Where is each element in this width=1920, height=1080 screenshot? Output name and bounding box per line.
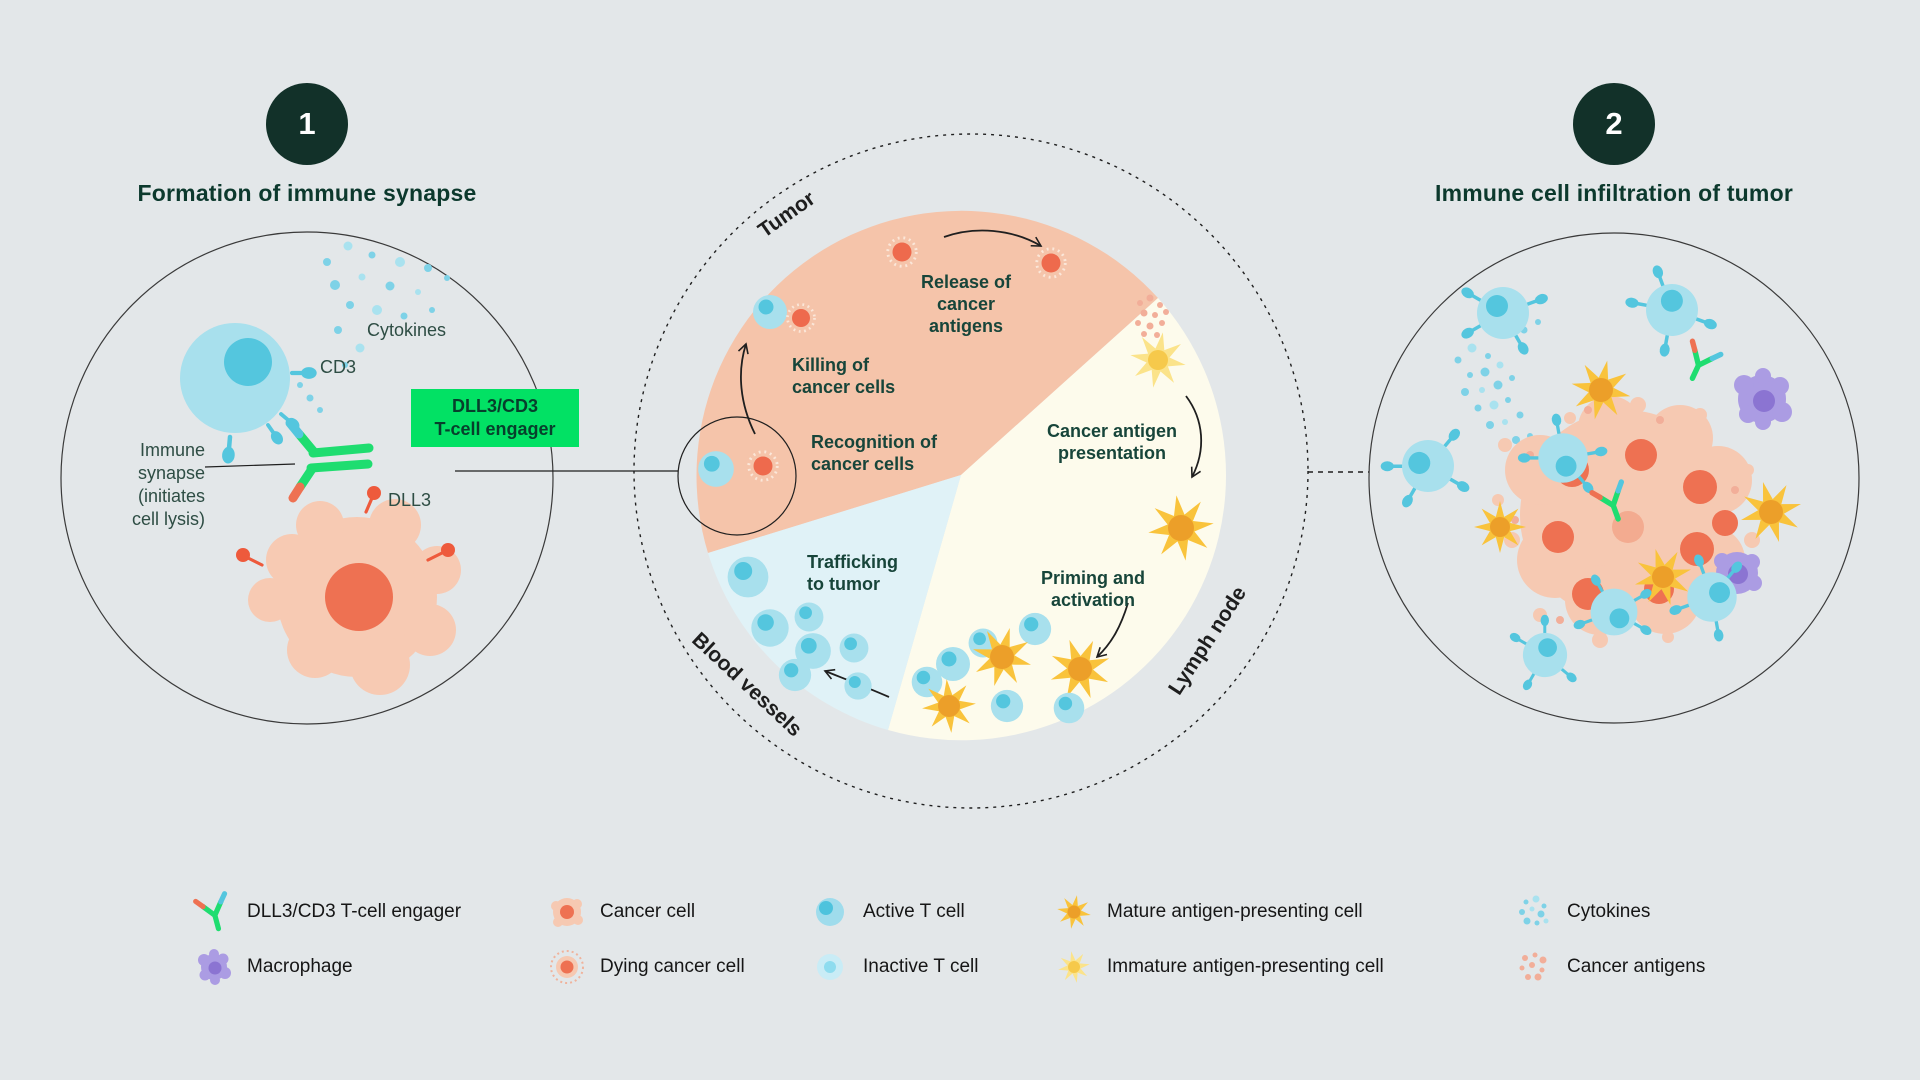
mature-apc-icon	[1054, 892, 1094, 932]
cytokines-icon	[1519, 895, 1549, 926]
priming-cluster	[910, 612, 1120, 745]
arrow-priming	[1095, 602, 1129, 659]
priming-step-label: Priming and activation	[1040, 568, 1145, 610]
legend-item: Immature antigen-presenting cell	[1052, 945, 1384, 989]
arrow-killing-to-release	[943, 229, 1043, 247]
dll3-receptors	[236, 486, 455, 567]
cycle-antigen-dots	[1135, 294, 1169, 338]
cycle-dashed-outline	[633, 133, 1309, 809]
legend-item: Cancer antigens	[1512, 945, 1705, 989]
macrophage-icon	[198, 949, 231, 985]
immature-apc-icon	[1055, 948, 1093, 986]
cytokine-dots	[297, 241, 450, 413]
immature-apc	[1125, 327, 1191, 393]
trafficking-step-label: Trafficking to tumor	[807, 552, 899, 594]
cancer-antigens-icon	[1519, 952, 1547, 981]
cytokines-label: Cytokines	[367, 320, 447, 340]
killing-step-label: Killing of cancer cells	[792, 355, 896, 397]
immune-synapse-pointer-line	[204, 463, 296, 468]
engager-icon	[192, 890, 236, 934]
legend-item: Dying cancer cell	[545, 945, 745, 989]
legend-label: Macrophage	[247, 956, 353, 977]
tumor-wedge	[696, 210, 1158, 553]
step-1-title: Formation of immune synapse	[137, 180, 477, 206]
blood-vessels-wedge	[708, 475, 961, 730]
cancer-cell-icon	[551, 898, 583, 927]
cancer-cell-nucleus	[325, 563, 393, 631]
release-step-label: Release of cancer antigens	[920, 272, 1012, 336]
t-cell-engager-antibody	[285, 418, 374, 503]
legend-item: Active T cell	[808, 890, 965, 934]
macrophage	[1734, 368, 1792, 430]
arrow-recognition-to-killing	[737, 342, 756, 435]
engager-box: DLL3/CD3 T-cell engager	[411, 389, 579, 447]
legend-item: Mature antigen-presenting cell	[1052, 890, 1363, 934]
inactive-t-cell-icon	[817, 954, 843, 980]
step1-circle-outline	[60, 231, 554, 725]
lymph-node-wedge	[888, 298, 1227, 741]
legend-label: Cytokines	[1567, 901, 1651, 922]
legend-label: Mature antigen-presenting cell	[1107, 901, 1363, 922]
recognition-magnifier	[677, 416, 797, 536]
cancer-cell	[248, 499, 461, 695]
cd3-label: CD3	[320, 357, 357, 377]
legend-label: Dying cancer cell	[600, 956, 745, 977]
mature-apc	[1143, 490, 1219, 566]
immune-synapse-label: Immune synapse (initiates cell lysis)	[131, 440, 205, 529]
step-2-title: Immune cell infiltration of tumor	[1434, 180, 1793, 206]
engager-antibody	[1678, 341, 1720, 385]
legend-label: Cancer cell	[600, 901, 696, 922]
legend-label: Inactive T cell	[863, 956, 979, 977]
active-t-cell-icon	[816, 898, 844, 926]
step-1-badge: 1	[266, 83, 348, 165]
legend-label: Immature antigen-presenting cell	[1107, 956, 1384, 977]
arrow-presentation	[1185, 395, 1203, 479]
t-cell	[180, 323, 317, 464]
dll3-label: DLL3	[388, 490, 432, 510]
legend-item: Cytokines	[1512, 890, 1650, 934]
cancer-immunity-cycle	[633, 133, 1309, 809]
legend-item: Cancer cell	[545, 890, 695, 934]
legend-label: Active T cell	[863, 901, 965, 922]
legend-label: DLL3/CD3 T-cell engager	[247, 901, 462, 922]
legend-item: DLL3/CD3 T-cell engager	[192, 890, 461, 934]
presentation-step-label: Cancer antigen presentation	[1046, 421, 1178, 463]
dying-cancer-cell-icon	[550, 950, 584, 984]
legend-item: Macrophage	[192, 945, 353, 989]
infiltration-apcs	[1463, 354, 1809, 617]
recognition-step-label: Recognition of cancer cells	[811, 432, 937, 474]
immune-synapse-diagram	[60, 231, 554, 725]
legend-item: Inactive T cell	[808, 945, 978, 989]
legend-label: Cancer antigens	[1567, 956, 1706, 977]
step-2-badge: 2	[1573, 83, 1655, 165]
tumor-infiltration-diagram	[1368, 232, 1860, 724]
step2-circle-outline	[1368, 232, 1860, 724]
